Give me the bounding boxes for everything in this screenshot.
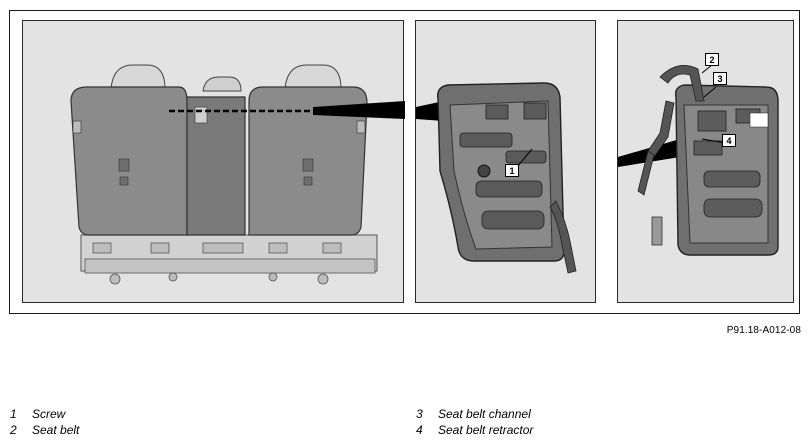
legend-label: Seat belt retractor [438,423,534,437]
rear-seat-drawing [70,64,405,285]
legend-number: 4 [416,423,423,437]
retractor-drawing [618,64,779,256]
legend-number: 3 [416,407,423,421]
backrest-panel-screw-view: 1 [415,20,596,303]
legend-label: Seat belt [32,423,80,437]
figure-code: P91.18-A012-08 [726,325,801,336]
callout-4: 4 [722,134,736,147]
legend-item: 4 Seat belt retractor [416,423,533,437]
legend-label: Screw [32,407,66,421]
legend-item: 1 Screw [10,407,65,421]
rear-seat-overview-panel [22,20,405,303]
callout-1: 1 [505,164,519,177]
legend-item: 3 Seat belt channel [416,407,531,421]
backrest-panel-drawing [416,82,577,274]
legend-item: 2 Seat belt [10,423,79,437]
callout-3: 3 [713,72,727,85]
seat-belt-retractor-view: 2 3 4 [617,20,794,303]
legend-label: Seat belt channel [438,407,531,421]
legend-number: 1 [10,407,17,421]
callout-2: 2 [705,53,719,66]
illustration-frame: 1 2 3 4 [9,10,800,314]
legend-number: 2 [10,423,17,437]
